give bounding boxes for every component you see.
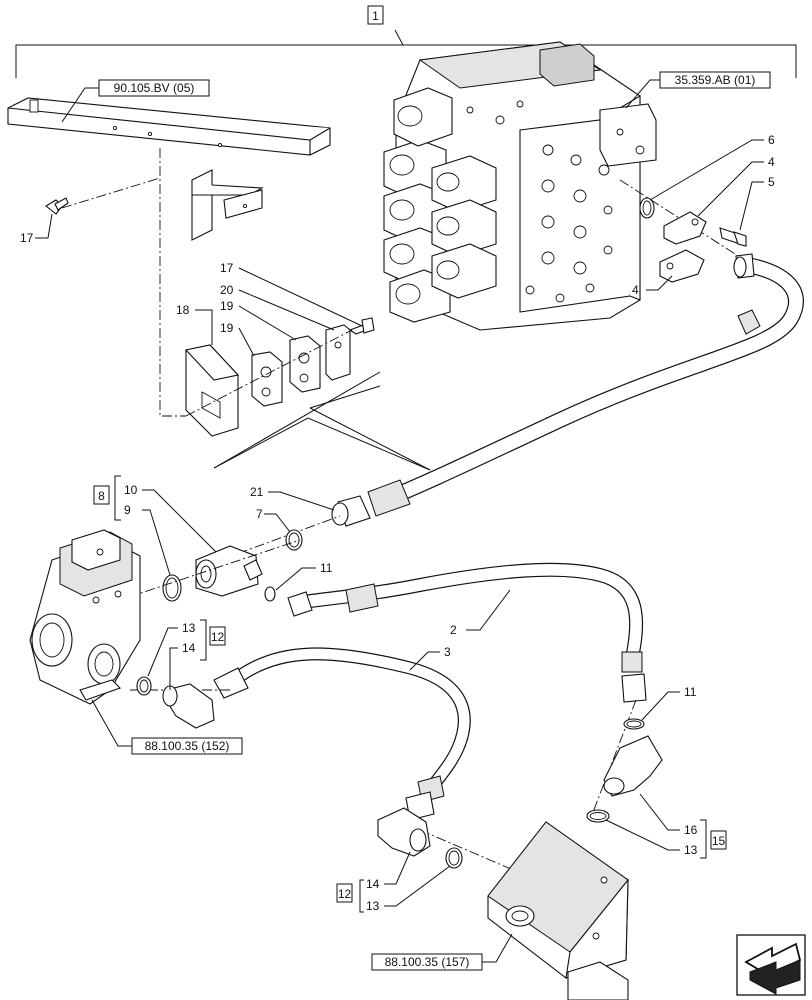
hose-21[interactable]	[331, 253, 804, 527]
group-12-top-box[interactable]: 12	[209, 626, 226, 646]
frame-rail[interactable]	[7, 97, 331, 241]
o-ring-6[interactable]	[639, 197, 655, 219]
callout-14-top: 14	[182, 641, 196, 655]
bolt-5[interactable]	[719, 227, 747, 247]
ref-bottom-block-label[interactable]: 88.100.35 (157)	[371, 953, 483, 971]
callout-10: 10	[124, 483, 138, 497]
svg-text:12: 12	[211, 630, 225, 644]
svg-text:1: 1	[372, 9, 379, 23]
clamp-plate-20[interactable]	[325, 324, 351, 381]
callout-13-right: 13	[684, 843, 698, 857]
o-ring-13-left[interactable]	[136, 676, 152, 696]
svg-text:15: 15	[712, 834, 726, 848]
svg-text:88.100.35 (157): 88.100.35 (157)	[385, 955, 470, 969]
next-page-arrow-icon[interactable]	[736, 934, 806, 996]
split-flange-4-lower[interactable]	[659, 249, 705, 283]
split-flange-4-upper[interactable]	[663, 211, 707, 245]
callout-11-lower: 11	[684, 685, 697, 699]
callout-16: 16	[684, 823, 698, 837]
callout-5: 5	[768, 175, 775, 189]
svg-text:35.359.AB (01): 35.359.AB (01)	[675, 73, 756, 87]
callout-4-lower: 4	[632, 283, 639, 297]
valve-spools	[383, 87, 497, 323]
svg-text:12: 12	[338, 887, 352, 901]
left-valve-block[interactable]	[29, 529, 141, 705]
callout-2: 2	[450, 623, 457, 637]
callout-13-top: 13	[182, 621, 196, 635]
o-ring-9[interactable]	[162, 574, 182, 602]
group-8-box[interactable]: 8	[93, 485, 110, 505]
ref-valve-label[interactable]: 35.359.AB (01)	[659, 71, 771, 89]
group-12-bottom-box[interactable]: 12	[336, 883, 353, 903]
callout-14-bottom: 14	[366, 877, 380, 891]
group-15-box[interactable]: 15	[710, 830, 727, 850]
assembly-number-box[interactable]: 1	[367, 5, 384, 25]
hose-3[interactable]	[213, 647, 471, 821]
adapter-10[interactable]	[195, 545, 263, 597]
callout-4-upper: 4	[768, 155, 775, 169]
assembly-bracket	[15, 29, 797, 78]
callout-9: 9	[124, 503, 131, 517]
svg-text:90.105.BV (05): 90.105.BV (05)	[114, 81, 195, 95]
callout-7: 7	[256, 507, 263, 521]
elbow-16[interactable]	[603, 735, 663, 797]
ref-left-block-label[interactable]: 88.100.35 (152)	[131, 737, 243, 755]
elbow-14-left[interactable]	[162, 683, 215, 729]
elbow-14-bottom[interactable]	[377, 807, 431, 857]
callout-19b: 19	[220, 321, 234, 335]
hose-2[interactable]	[287, 562, 647, 703]
callout-17-clamp: 17	[220, 261, 234, 275]
o-ring-11-upper[interactable]	[264, 586, 276, 602]
control-valve-block[interactable]	[383, 41, 657, 331]
clamp-plate-18[interactable]	[184, 344, 240, 437]
o-ring-13-right[interactable]	[586, 809, 610, 823]
bolt-17-clamp[interactable]	[348, 317, 375, 335]
o-ring-11-lower[interactable]	[623, 718, 645, 730]
callout-6: 6	[768, 133, 775, 147]
svg-text:8: 8	[98, 489, 105, 503]
callout-21: 21	[250, 485, 264, 499]
callout-13-bottom: 13	[366, 899, 380, 913]
callout-20: 20	[220, 283, 234, 297]
callout-18: 18	[176, 303, 190, 317]
bolt-17-left[interactable]	[45, 197, 69, 215]
clamp-half-19b[interactable]	[289, 335, 321, 393]
callout-3: 3	[444, 645, 451, 659]
callout-11-upper: 11	[320, 561, 333, 575]
o-ring-13-bottom[interactable]	[445, 847, 463, 869]
o-ring-7[interactable]	[285, 529, 303, 551]
callout-17-left: 17	[20, 231, 34, 245]
clamp-half-19a[interactable]	[251, 351, 283, 407]
callout-19a: 19	[220, 299, 234, 313]
svg-text:88.100.35 (152): 88.100.35 (152)	[145, 739, 230, 753]
valve-port-holes	[466, 100, 613, 303]
bottom-valve-block[interactable]	[487, 821, 629, 1000]
ref-frame-label[interactable]: 90.105.BV (05)	[98, 79, 210, 97]
